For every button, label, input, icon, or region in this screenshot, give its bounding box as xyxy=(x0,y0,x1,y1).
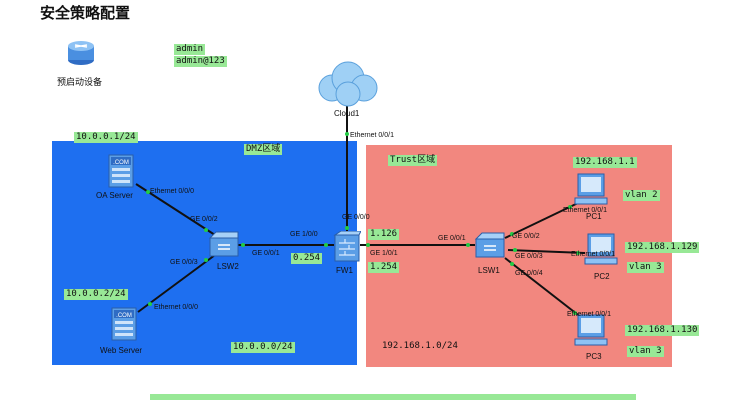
fw-port-ge100: GE 1/0/0 xyxy=(290,231,318,238)
pc-icon[interactable] xyxy=(574,313,608,347)
switch-icon[interactable] xyxy=(474,231,506,259)
lsw1-port-ge004: GE 0/0/4 xyxy=(515,270,543,277)
cloud-label: Cloud1 xyxy=(334,109,360,118)
pc2-port: Ethernet 0/0/1 xyxy=(571,251,615,258)
lsw1-port-ge002: GE 0/0/2 xyxy=(512,233,540,240)
pc1-vlan: vlan 2 xyxy=(623,190,660,201)
link-lsw1-pc3 xyxy=(504,257,583,319)
lsw2-port-ge003: GE 0/0/3 xyxy=(170,259,198,266)
svg-text:.COM: .COM xyxy=(113,160,129,166)
cloud-port: Ethernet 0/0/1 xyxy=(350,132,394,139)
bottom-note-strip xyxy=(150,394,636,400)
oa-port: Ethernet 0/0/0 xyxy=(150,188,194,195)
web-ip: 10.0.0.2/24 xyxy=(64,289,128,300)
lsw2-port-ge002: GE 0/0/2 xyxy=(190,216,218,223)
link-lsw1-pc1 xyxy=(504,202,579,239)
page-title: 安全策略配置 xyxy=(40,4,131,22)
prestart-label: 预启动设备 xyxy=(57,77,103,87)
fw-trust-ip-a: 1.126 xyxy=(368,229,400,240)
pc1-port: Ethernet 0/0/1 xyxy=(563,207,607,214)
fw-port-ge000: GE 0/0/0 xyxy=(342,214,370,221)
server-icon[interactable]: .COM xyxy=(111,307,137,341)
pc-icon[interactable] xyxy=(584,232,618,266)
fw-port-ge101: GE 1/0/1 xyxy=(370,250,398,257)
lsw1-label: LSW1 xyxy=(478,266,500,275)
fw-trust-ip-b: 1.254 xyxy=(368,262,400,273)
dmz-network: 10.0.0.0/24 xyxy=(231,342,295,353)
pc3-port: Ethernet 0/0/1 xyxy=(567,311,611,318)
oa-server-label: OA Server xyxy=(96,191,133,200)
pc3-vlan: vlan 3 xyxy=(627,346,664,357)
link-lsw1-pc2 xyxy=(507,249,586,254)
router-icon[interactable] xyxy=(66,36,96,68)
web-server-label: Web Server xyxy=(100,346,143,355)
pc2-ip: 192.168.1.129 xyxy=(625,242,700,253)
switch-icon[interactable] xyxy=(208,230,240,258)
pc1-label: PC1 xyxy=(586,212,602,221)
svg-text:.COM: .COM xyxy=(116,313,132,319)
server-icon[interactable]: .COM xyxy=(108,154,134,188)
fw-label: FW1 xyxy=(336,266,353,275)
web-port: Ethernet 0/0/0 xyxy=(154,304,198,311)
lsw1-port-ge003: GE 0/0/3 xyxy=(515,253,543,260)
pc3-ip: 192.168.1.130 xyxy=(625,325,700,336)
pc2-label: PC2 xyxy=(594,272,610,281)
fw-dmz-ip: 0.254 xyxy=(291,253,323,264)
credential-user: admin xyxy=(174,44,206,55)
credential-password: admin@123 xyxy=(174,56,227,67)
pc-icon[interactable] xyxy=(574,172,608,206)
lsw2-label: LSW2 xyxy=(217,262,239,271)
firewall-icon[interactable] xyxy=(333,231,361,263)
cloud-icon[interactable] xyxy=(312,58,384,108)
lsw2-port-ge001: GE 0/0/1 xyxy=(252,250,280,257)
lsw1-port-ge001: GE 0/0/1 xyxy=(438,235,466,242)
oa-ip: 10.0.0.1/24 xyxy=(74,132,138,143)
pc2-vlan: vlan 3 xyxy=(627,262,664,273)
dmz-zone-label: DMZ区域 xyxy=(244,144,283,155)
pc3-label: PC3 xyxy=(586,352,602,361)
trust-zone-label: Trust区域 xyxy=(388,155,438,166)
pc1-ip: 192.168.1.1 xyxy=(573,157,637,168)
trust-network: 192.168.1.0/24 xyxy=(382,341,458,351)
trust-zone xyxy=(366,145,672,367)
